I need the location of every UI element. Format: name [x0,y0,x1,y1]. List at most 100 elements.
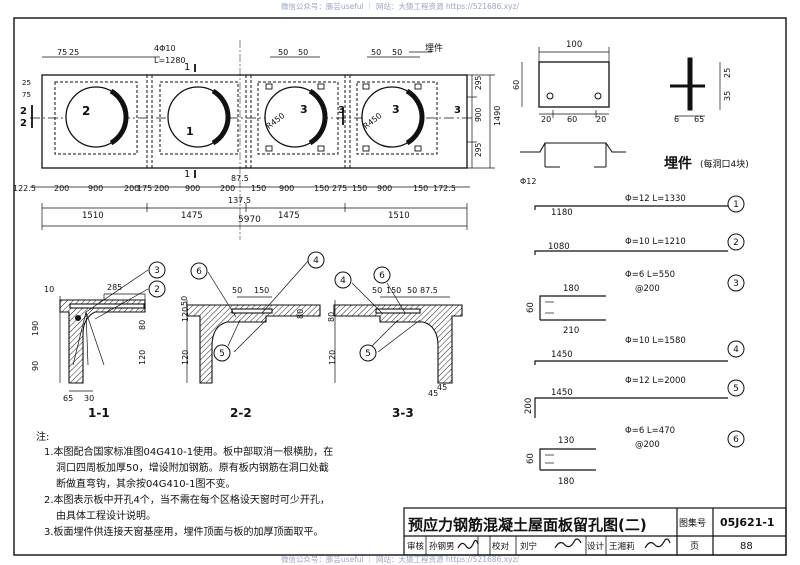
check-name: 刘宁 [520,541,537,552]
rebar-pitch-6: @200 [635,440,660,450]
embed-plates [265,83,422,152]
embed-width-dim: 100 [566,40,582,50]
sec33-dim-50b: 50 [407,286,417,295]
sec22-mark-6: 6 [196,267,202,277]
signature-design [644,538,671,549]
sec33-dim-150: 150 [386,286,401,295]
panel-dim-4: 1510 [388,211,410,221]
embed-caption-note: (每洞口4块) [700,158,749,170]
signature-check [554,538,582,549]
plan-rebar-l1280: L=1280 [154,56,186,65]
plan-dim-50b: 50 [298,48,308,57]
sec33-dim-120: 120 [328,350,337,365]
sec33-dim-80: 80 [327,312,336,322]
plan-mark-1: 1 [186,125,194,138]
sec22-dim-50b: 50 [180,296,189,306]
note-line-3: 断做直弯钩，其余按04G410-1图不变。 [56,477,236,490]
rebar-len-5: 1450 [551,388,573,398]
watermark-bottom: 微信公众号：豚芸useful ｜ 网站：大猿工程资源 https://52168… [280,555,520,564]
panel-dim-3: 1475 [278,211,300,221]
sec11-dim-120: 120 [138,350,147,365]
seg-dim: 122.5 [13,184,36,193]
embed-side-35: 35 [723,91,732,101]
rebar-spec-4: Φ=10 L=1580 [625,336,686,346]
plan-dim-75: 75 [57,48,67,57]
seg-dim: 200 [154,184,169,193]
seg-dim: 150 [314,184,329,193]
note-line-4: 2.本图表示板中开孔4个，当不需在每个区格设天窗时可少开孔， [44,493,330,506]
notes-heading: 注: [36,430,49,443]
hole-circle-2 [167,86,231,148]
sec22-dim-150: 150 [254,286,269,295]
atlas-label: 图集号 [679,517,706,529]
embed-plate-height: 60 [512,80,521,90]
seg-dim: 150 [352,184,367,193]
rebar-spec-6: Φ=6 L=470 [625,426,675,436]
seg-dim: 175 [137,184,152,193]
sec33-mark-4: 4 [340,276,346,286]
rebar-spec-2: Φ=10 L=1210 [625,237,686,247]
signature-review [457,539,479,549]
seg-dim: 200 [124,184,139,193]
plan-dim-50d: 50 [392,48,402,57]
sec11-dim-65: 65 [63,394,73,403]
sec22-dim-80: 80 [296,309,305,319]
note-line-2: 洞口四周板加厚50，增设附加钢筋。原有板内钢筋在洞口处截 [56,461,329,474]
review-name: 孙钢男 [429,541,455,552]
page-number: 88 [740,541,753,552]
rebar-dim-6a: 130 [558,436,574,446]
seg-dim: 172.5 [433,184,456,193]
plan-mark-3a: 3 [300,103,308,116]
rebar-spec-5: Φ=12 L=2000 [625,376,686,386]
rebar-mark-1: 1 [733,200,739,210]
drawing-title: 预应力钢筋混凝土屋面板留孔图(二) [408,516,647,534]
rebar-spec-3: Φ=6 L=550 [625,270,675,280]
title-block [403,507,787,556]
rebar-mark-5: 5 [733,384,739,394]
sec22-mark-5: 5 [219,349,225,359]
seg-dim: 900 [377,184,392,193]
section-3-3-leaders [351,282,421,353]
plan-right-295b: 295 [474,142,483,157]
atlas-number: 05J621-1 [720,516,775,529]
rebar-mark-2: 2 [733,238,739,248]
plan-right-295a: 295 [474,75,483,90]
section-1-1 [59,293,146,392]
sec33-dim-50: 50 [372,286,382,295]
sec11-dim-285: 285 [107,283,122,292]
embed-side-6: 6 [674,115,679,124]
plan-bottom-mid-dim: 137.5 [228,196,251,205]
seg-dim: 200 [54,184,69,193]
sec11-dim-90: 90 [31,361,40,371]
section-3-right: 3 [454,105,461,116]
embed-subdim-60: 60 [567,115,577,124]
review-label: 审核 [407,541,425,552]
embed-side-65: 65 [694,115,704,124]
plan-middle-dim: 87.5 [231,174,249,183]
plan-mark-2: 2 [82,104,90,118]
plan-right-900: 900 [474,107,483,122]
embed-detail [520,47,721,168]
rebar-dim-3a: 180 [563,284,579,294]
sheet-frame [13,17,787,556]
sec33-mark-6: 6 [379,271,385,281]
embed-label: 埋件 [425,42,443,54]
section-3-3 [333,296,463,384]
plan-segment-dims: 122.5 200 900 200 175 200 900 200 150 90… [13,184,456,193]
seg-dim: 900 [279,184,294,193]
rebar-mark-6: 6 [733,435,739,445]
design-name: 王湘莉 [609,541,635,552]
sec22-dim-120b: 120 [181,350,190,365]
rebar-len-1: 1180 [551,208,573,218]
plan-mark-3b: 3 [392,103,400,116]
plan-dim-50c: 50 [371,48,381,57]
section-2-2-leaders [207,260,309,353]
sec22-dim-120: 120 [181,307,190,322]
section-1-1-leaders [72,269,149,366]
rebar-list [534,205,728,471]
embed-bar-label: Φ12 [520,177,536,186]
panel-dim-1: 1510 [82,211,104,221]
plan-dim-25: 25 [69,48,79,57]
sec33-dim-45a: 45 [428,389,438,398]
